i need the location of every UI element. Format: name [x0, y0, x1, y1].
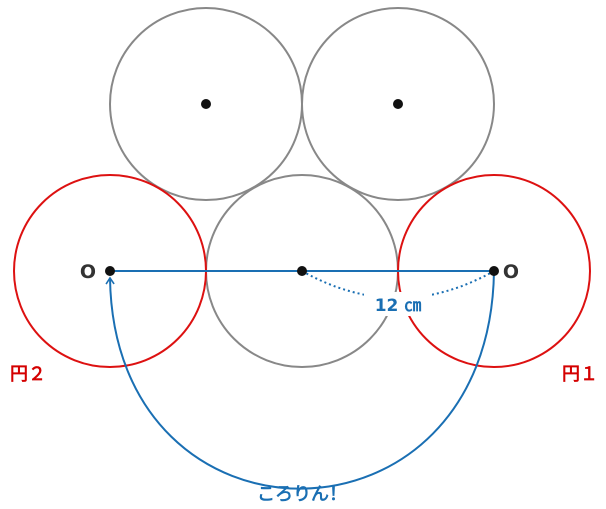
circle-1-label: 円１ [562, 364, 598, 385]
center-label-right: O [503, 261, 519, 283]
center-dot-top-right [393, 99, 403, 109]
rolling-path-arrow [105, 270, 495, 490]
center-dot-middle [297, 266, 307, 276]
center-dot-right [489, 266, 499, 276]
center-dot-left [105, 266, 115, 276]
gray-circle-top-right [301, 7, 495, 201]
center-label-left: O [80, 261, 96, 283]
circle-2-label: 円２ [10, 364, 46, 385]
caption-text: ころりん！ [257, 484, 347, 505]
distance-label-bg [364, 292, 432, 316]
center-dot-top-left [201, 99, 211, 109]
distance-label: 12 ㎝ [375, 296, 422, 316]
